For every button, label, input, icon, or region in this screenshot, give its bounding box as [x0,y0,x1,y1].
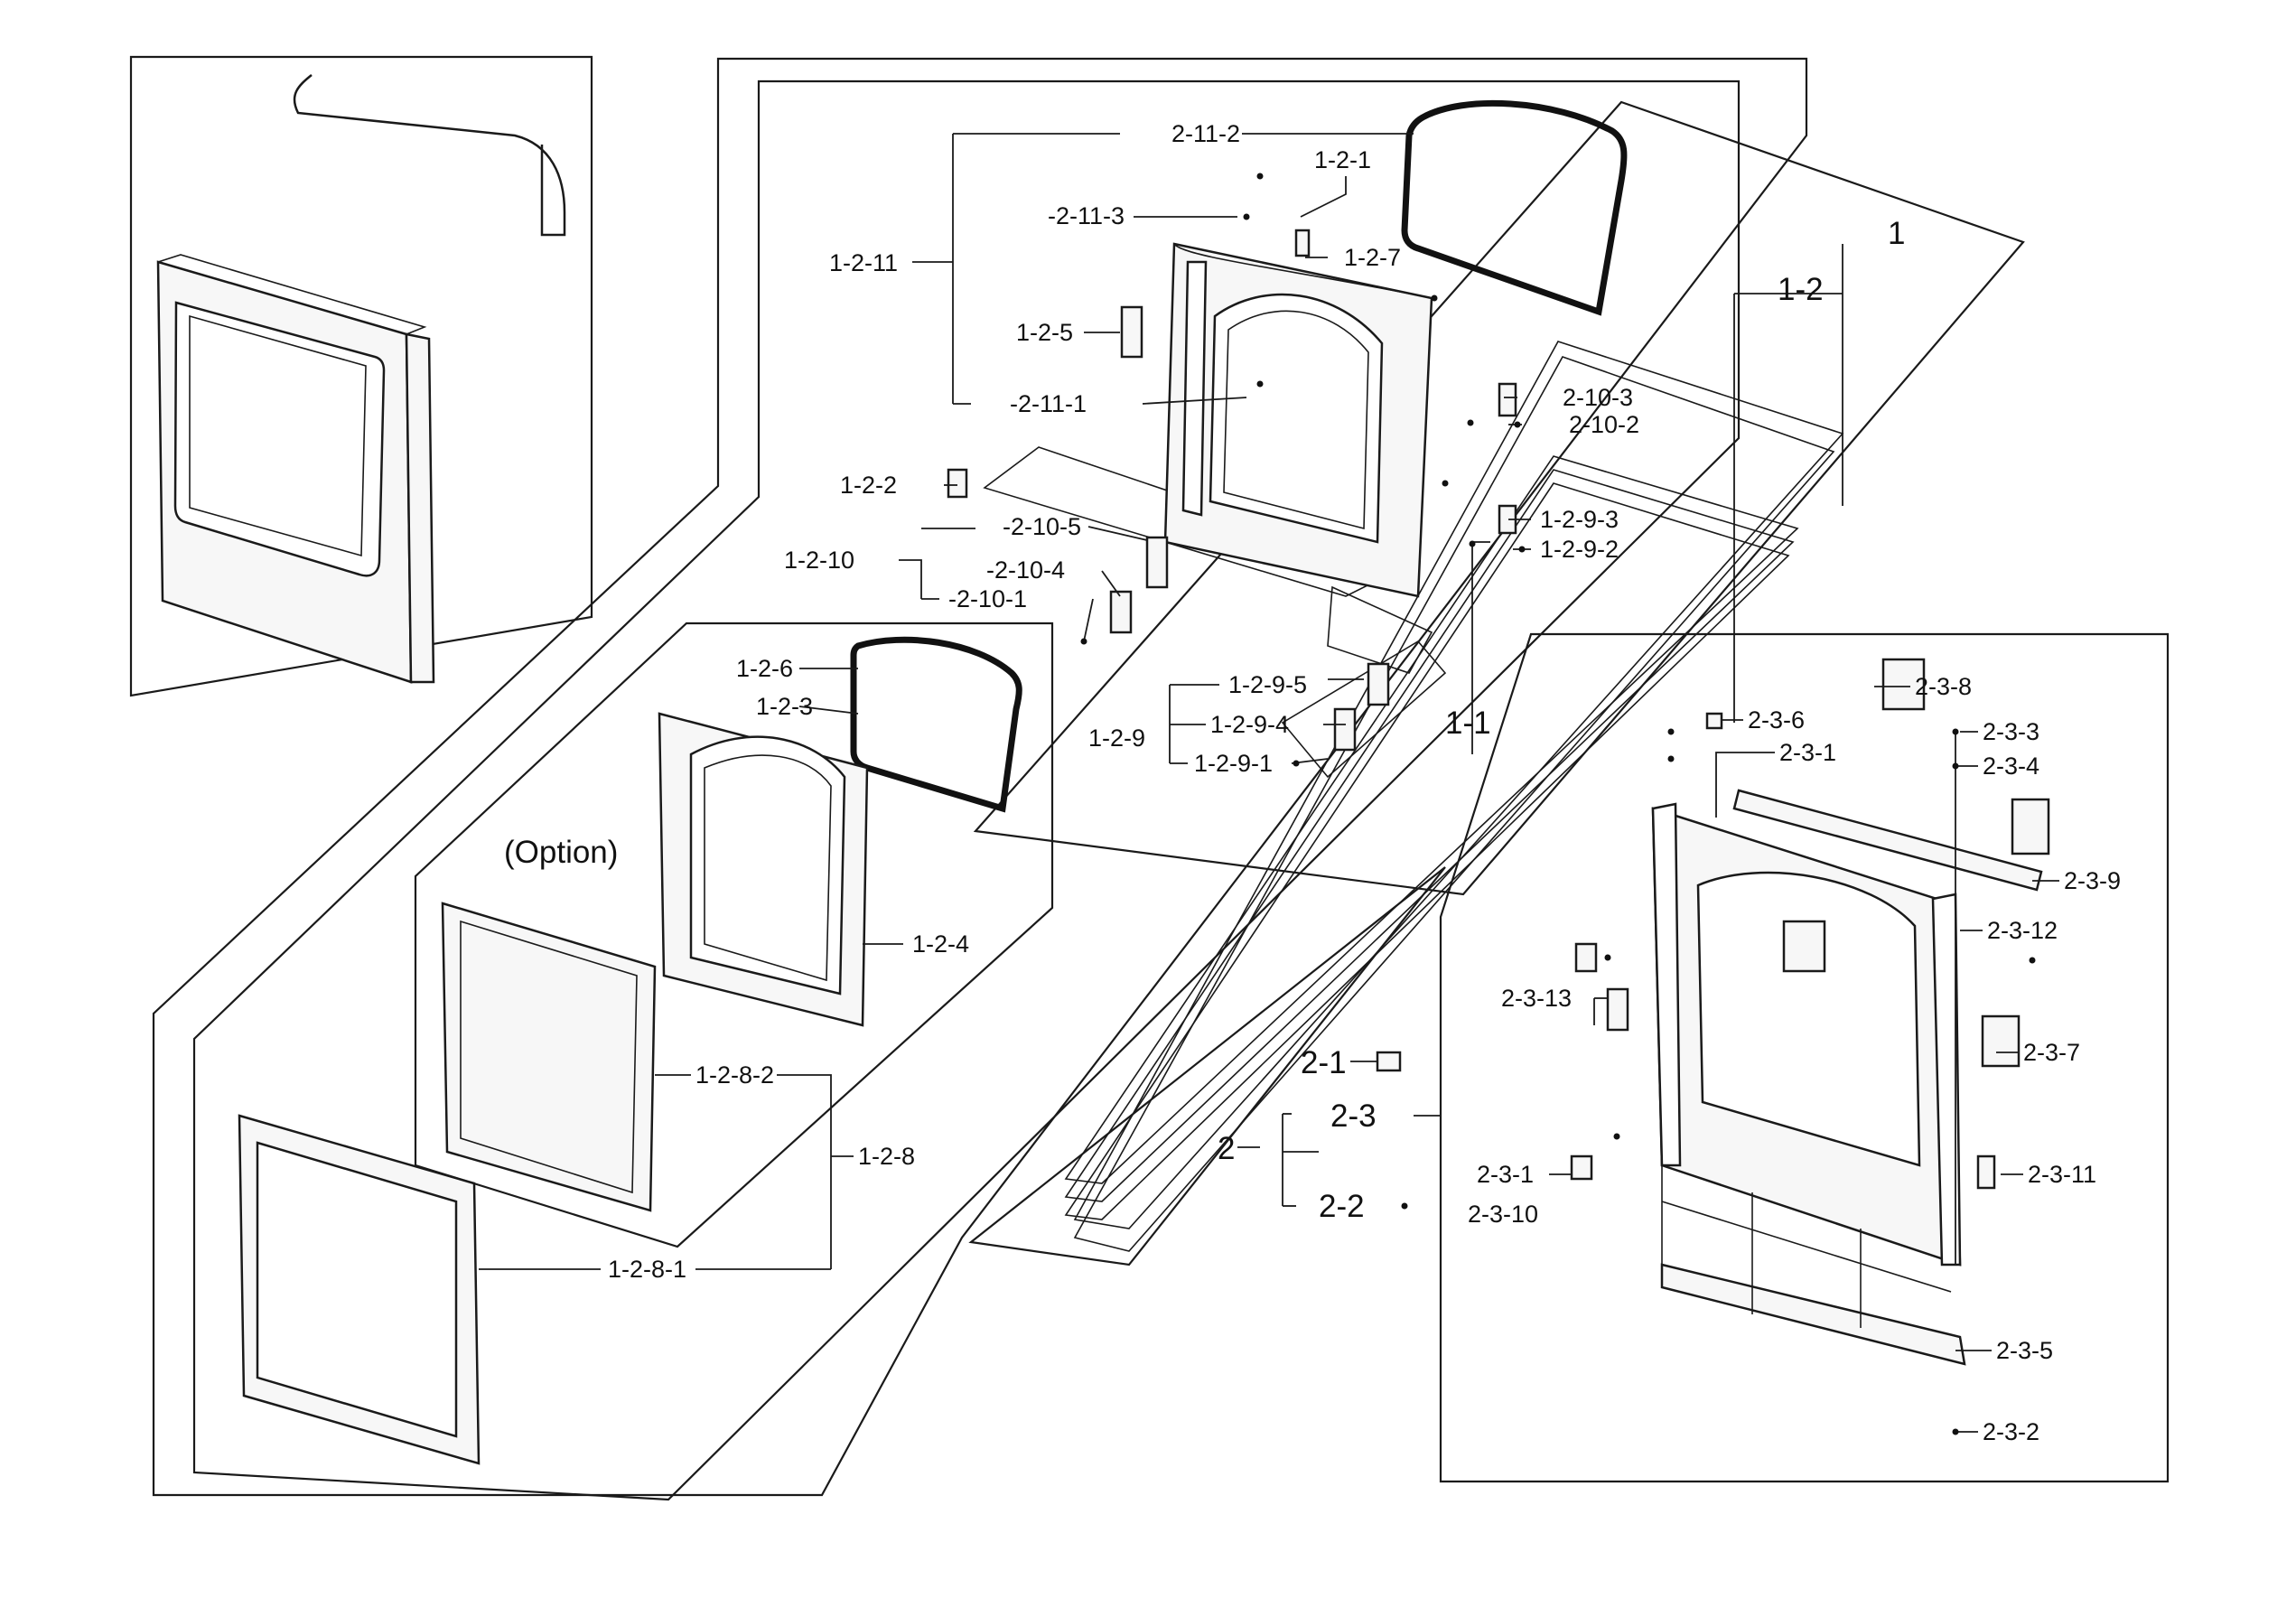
label-2-3-1-bottom: 2-3-1 [1477,1161,1534,1188]
label-2-11-3: -2-11-3 [1048,202,1125,229]
label-1-2-2: 1-2-2 [840,472,897,499]
label-1-2-8-2: 1-2-8-2 [695,1061,774,1089]
frame-assembled-door [129,55,593,697]
label-2-3-3: 2-3-3 [1983,718,2039,745]
inner-door-frame [1163,242,1433,598]
label-2-3-4: 2-3-4 [1983,752,2039,780]
door-glass-panel [441,902,657,1212]
label-2-1: 2-1 [1301,1045,1347,1080]
label-1-2-10: 1-2-10 [784,547,854,574]
label-1-2-8-1: 1-2-8-1 [608,1256,686,1283]
label-1-2-8: 1-2-8 [858,1143,915,1170]
label-1-2-9-1: 1-2-9-1 [1194,750,1273,777]
label-2-3-7: 2-3-7 [2023,1039,2080,1066]
option-door-frame [658,712,869,1027]
frame-group-1-2 [192,79,1741,1501]
label-2-3-13: 2-3-13 [1501,985,1572,1012]
label-1-2-1: 1-2-1 [1314,146,1371,173]
frame-group-1-2-11 [973,100,2025,896]
plane-outlines [983,341,1844,1252]
label-1-2-4: 1-2-4 [912,930,969,958]
frame-group-1-outer [152,57,1808,1497]
label-2-3-6: 2-3-6 [1748,706,1805,734]
label-2-3: 2-3 [1330,1098,1377,1134]
group-frames [129,55,2170,1501]
window-gasket-2-11-2 [1401,99,1628,316]
label-2-10-3: 2-10-3 [1563,384,1633,411]
leader-lines [479,133,2059,1433]
part-labels: 2-11-2 1-2-1 -2-11-3 1-2-7 1-2-11 1-2-5 … [504,120,2121,1445]
label-1-1: 1-1 [1445,706,1491,741]
label-2-3-1-top: 2-3-1 [1779,739,1836,766]
label-2-10-1: -2-10-1 [948,585,1027,612]
label-2-2: 2-2 [1319,1189,1365,1224]
label-1-2: 1-2 [1778,272,1824,307]
label-2: 2 [1218,1131,1235,1166]
label-1-2-7: 1-2-7 [1344,244,1401,271]
panel-assembly [1651,789,2043,1366]
label-1: 1 [1888,216,1905,251]
label-2-3-11: 2-3-11 [2028,1161,2096,1188]
assembled-door-illustration [156,74,566,684]
label-1-2-9-5: 1-2-9-5 [1228,671,1307,698]
label-1-2-9-3: 1-2-9-3 [1540,506,1619,533]
label-2-3-5: 2-3-5 [1996,1337,2053,1364]
label-2-3-12: 2-3-12 [1987,917,2058,944]
frame-option-door [414,622,1054,1248]
frame-group-2-2 [968,866,1446,1266]
label-1-2-11: 1-2-11 [829,249,898,276]
label-option: (Option) [504,835,618,870]
label-2-11-1: -2-11-1 [1010,390,1087,417]
label-2-3-8: 2-3-8 [1915,673,1972,700]
label-2-10-5: -2-10-5 [1003,513,1081,540]
door-outer-frame [238,1114,481,1465]
label-2-3-10: 2-3-10 [1468,1201,1538,1228]
label-2-3-9: 2-3-9 [2064,867,2121,894]
label-1-2-6: 1-2-6 [736,655,793,682]
label-1-2-3: 1-2-3 [756,693,813,720]
label-1-2-9-2: 1-2-9-2 [1540,536,1619,563]
label-2-3-2: 2-3-2 [1983,1418,2039,1445]
label-2-10-4: -2-10-4 [986,556,1065,584]
label-1-2-9: 1-2-9 [1088,724,1145,752]
label-2-10-2: 2-10-2 [1569,411,1639,438]
label-1-2-9-4: 1-2-9-4 [1210,711,1289,738]
small-parts [947,229,2050,1190]
window-gasket-1-2-6 [850,636,1022,813]
frame-group-2-3 [1439,632,2170,1483]
label-1-2-5: 1-2-5 [1016,319,1073,346]
fastener-dots [1080,173,2036,1435]
label-2-11-2: 2-11-2 [1171,120,1240,147]
